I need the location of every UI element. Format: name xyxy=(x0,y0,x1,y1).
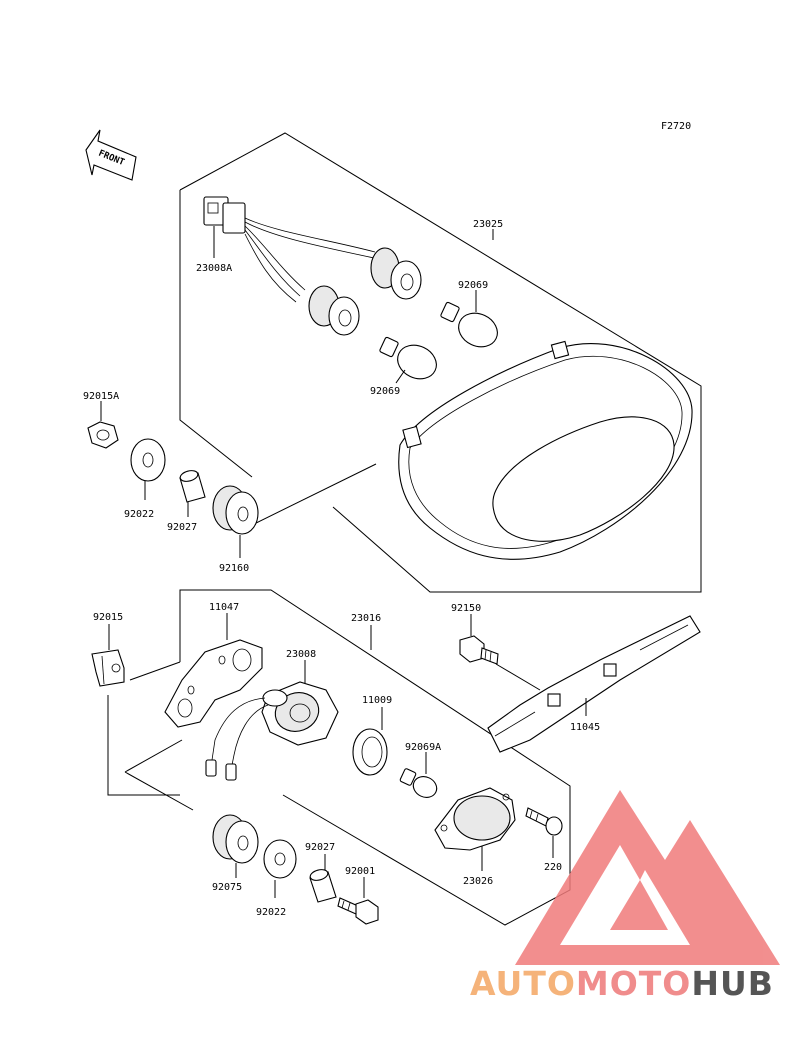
label-92022-bottom: 92022 xyxy=(256,907,286,918)
watermark-auto: AUTO xyxy=(470,964,576,1003)
watermark-text: AUTOMOTOHUB xyxy=(470,964,774,1003)
label-92069-bottom: 92069 xyxy=(370,386,400,397)
label-92075: 92075 xyxy=(212,882,242,893)
tail-light-housing xyxy=(398,340,693,560)
label-11009: 11009 xyxy=(362,695,392,706)
bolt-92150 xyxy=(459,635,499,665)
label-11045: 11045 xyxy=(570,722,600,733)
front-arrow-icon: FRONT xyxy=(85,129,137,181)
label-92069-top: 92069 xyxy=(458,280,488,291)
label-23026: 23026 xyxy=(463,876,493,887)
label-23008: 23008 xyxy=(286,649,316,660)
grommet-92075 xyxy=(212,814,259,864)
diagram-code: F2720 xyxy=(661,121,691,132)
label-23008A: 23008A xyxy=(196,263,232,274)
bulb-92069A xyxy=(399,768,438,798)
label-220: 220 xyxy=(544,862,562,873)
label-92015: 92015 xyxy=(93,612,123,623)
label-23016: 23016 xyxy=(351,613,381,624)
label-92001: 92001 xyxy=(345,866,375,877)
label-92150: 92150 xyxy=(451,603,481,614)
label-92069A: 92069A xyxy=(405,742,441,753)
bulb-bottom xyxy=(379,336,437,380)
wiring-harness xyxy=(203,196,422,336)
grommet-92160 xyxy=(212,485,259,535)
label-92160: 92160 xyxy=(219,563,249,574)
watermark-logo xyxy=(515,790,780,965)
collar-top xyxy=(179,470,206,503)
watermark-hub: HUB xyxy=(691,964,774,1003)
license-lamp-socket xyxy=(205,681,339,781)
watermark-triangle-core xyxy=(610,880,668,930)
watermark-moto: MOTO xyxy=(576,964,691,1003)
label-92015A: 92015A xyxy=(83,391,119,402)
washer-top xyxy=(130,438,166,482)
label-92027-bottom: 92027 xyxy=(305,842,335,853)
license-bracket-11045 xyxy=(487,615,701,753)
label-23025: 23025 xyxy=(473,219,503,230)
ring-11009 xyxy=(352,728,388,776)
bracket-11047 xyxy=(164,639,263,728)
bolt-92001 xyxy=(337,897,379,925)
bulb-top xyxy=(440,301,498,348)
label-92027-top: 92027 xyxy=(167,522,197,533)
nut-92015A xyxy=(87,421,119,449)
upper-assembly-outline xyxy=(179,132,702,593)
clip-92015 xyxy=(91,649,125,687)
label-92022-top: 92022 xyxy=(124,509,154,520)
collar-bottom xyxy=(309,869,337,903)
screw-220 xyxy=(525,807,563,836)
washer-bottom xyxy=(263,839,297,879)
label-11047: 11047 xyxy=(209,602,239,613)
lens-23026 xyxy=(434,787,516,851)
lower-assembly-outline xyxy=(107,589,571,926)
